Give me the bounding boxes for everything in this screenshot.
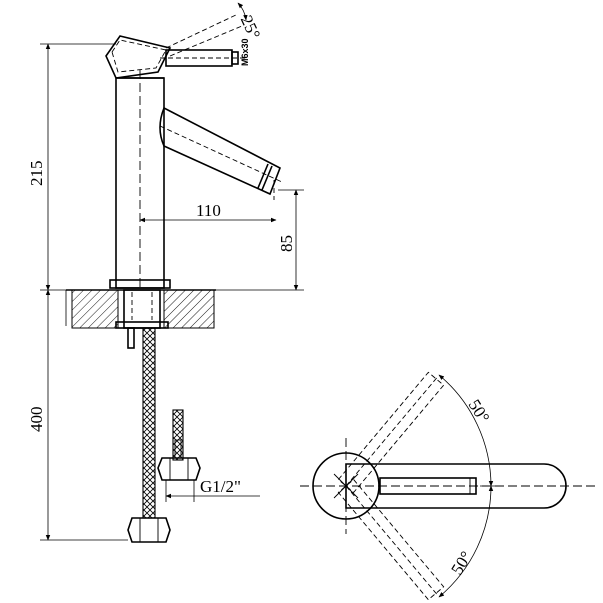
angle-arc-bottom <box>438 485 494 598</box>
mounting-plate <box>115 321 169 329</box>
handle-position-bottom <box>337 478 445 601</box>
top-view: 50° 50° <box>300 371 598 601</box>
handle-position-top <box>337 371 445 494</box>
second-hose-nut <box>157 457 201 481</box>
handle-cap-outline <box>111 39 167 73</box>
counter-hatch-right <box>163 289 215 329</box>
angle-arc-25 <box>237 2 248 21</box>
side-view: 25° M6x30 <box>27 2 304 543</box>
spout-height-label: 85 <box>277 235 296 252</box>
handle-lever <box>165 49 233 67</box>
angle-ref-line-2 <box>169 25 243 57</box>
spout-end-line-2 <box>257 163 269 189</box>
spout-top <box>345 463 567 509</box>
reach-label: 110 <box>196 201 221 220</box>
height-label: 215 <box>27 161 46 187</box>
angle-label-bottom: 50° <box>447 548 476 578</box>
angle-ref-line <box>165 13 239 49</box>
second-hose-tip <box>174 439 182 459</box>
hose-nut-bottom <box>127 517 171 543</box>
connection-label: G1/2" <box>200 477 241 496</box>
thread-label: M6x30 <box>240 38 250 66</box>
angle-label-25: 25° <box>237 12 264 42</box>
handle-cap <box>105 35 172 79</box>
base-ring <box>109 279 171 289</box>
spout-end-line <box>261 165 273 191</box>
second-hose <box>172 409 184 461</box>
spout <box>159 106 282 196</box>
counter-hatch-left <box>71 289 119 329</box>
body-circle <box>312 452 380 520</box>
braided-hose <box>142 327 156 519</box>
stud-pin <box>127 327 135 349</box>
spout-centerline <box>159 125 283 183</box>
angle-arc-top <box>438 374 494 487</box>
hose-length-label: 400 <box>27 407 46 433</box>
angle-label-top: 50° <box>465 396 494 426</box>
